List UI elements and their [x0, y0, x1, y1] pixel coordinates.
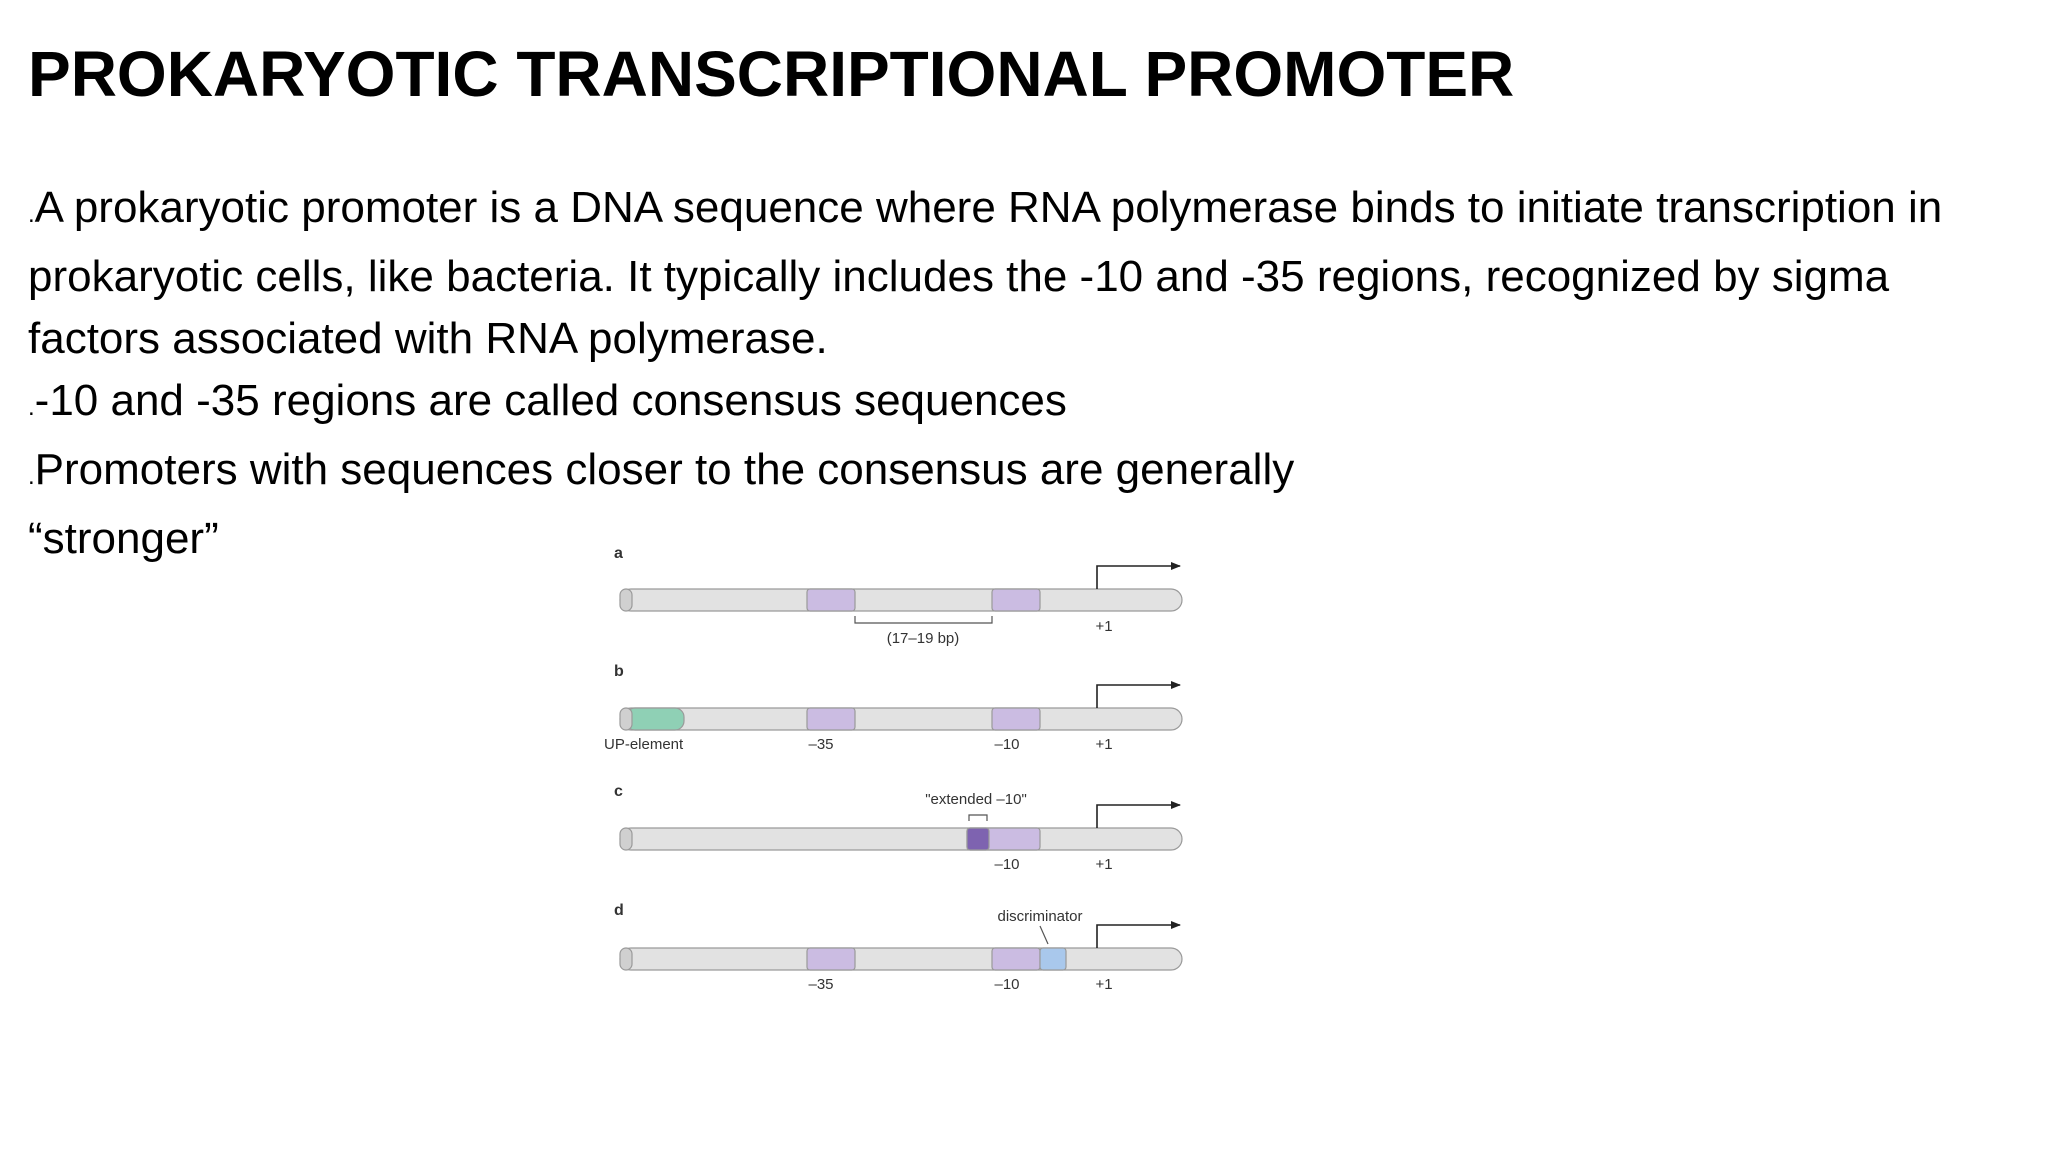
up-element-box — [625, 707, 685, 731]
paragraph-text: A prokaryotic promoter is a DNA sequence… — [28, 183, 1943, 363]
paragraph-continuation: “stronger” — [28, 514, 219, 563]
extended-minus10-box — [966, 827, 990, 851]
panel-letter: a — [614, 545, 623, 562]
spacing-bracket — [854, 616, 993, 624]
spacing-label: (17–19 bp) — [887, 630, 960, 647]
dna-strand-end — [619, 947, 633, 971]
panel-letter: d — [614, 902, 624, 919]
panel-c: c "extended –10" –10 +1 — [614, 783, 1183, 873]
minus10-label: –10 — [994, 976, 1019, 993]
minus10-box — [991, 947, 1041, 971]
paragraph-text: -10 and -35 regions are called consensus… — [34, 376, 1067, 425]
dna-strand — [619, 707, 1183, 731]
promoter-diagram-svg: a (17–19 bp) +1 b UP-element –35 –10 +1 — [604, 545, 1183, 993]
up-element-label: UP-element — [604, 736, 684, 753]
paragraph-consensus: .-10 and -35 regions are called consensu… — [28, 370, 2018, 439]
discriminator-pointer — [1039, 925, 1049, 945]
extended-bracket — [968, 814, 988, 821]
paragraph-promoter-definition: .A prokaryotic promoter is a DNA sequenc… — [28, 177, 2018, 370]
minus10-box — [991, 588, 1041, 612]
discriminator-label: discriminator — [997, 908, 1082, 925]
minus35-box — [806, 707, 856, 731]
minus35-box — [806, 947, 856, 971]
minus10-box — [991, 707, 1041, 731]
transcription-start-arrow — [1096, 801, 1181, 828]
transcription-start-arrow — [1096, 681, 1181, 708]
discriminator-box — [1039, 947, 1067, 971]
panel-d: d discriminator –35 –10 +1 — [614, 902, 1183, 993]
slide-title: PROKARYOTIC TRANSCRIPTIONAL PROMOTER — [28, 38, 1515, 110]
bullet-dot: . — [28, 201, 35, 228]
paragraph-strength: .Promoters with sequences closer to the … — [28, 439, 2018, 570]
transcription-start-arrow — [1096, 562, 1181, 589]
panel-letter: b — [614, 663, 624, 680]
dna-strand-end — [619, 588, 633, 612]
bullet-dot: . — [28, 394, 35, 421]
paragraph-text: Promoters with sequences closer to the c… — [34, 445, 1295, 494]
dna-strand — [619, 588, 1183, 612]
minus35-label: –35 — [808, 736, 833, 753]
minus10-label: –10 — [994, 856, 1019, 873]
dna-strand — [619, 827, 1183, 851]
panel-letter: c — [614, 783, 623, 800]
dna-strand-end — [619, 827, 633, 851]
plus1-label: +1 — [1095, 736, 1112, 753]
minus10-label: –10 — [994, 736, 1019, 753]
minus35-box — [806, 588, 856, 612]
plus1-label: +1 — [1095, 856, 1112, 873]
promoter-diagram: a (17–19 bp) +1 b UP-element –35 –10 +1 — [600, 530, 1200, 1000]
plus1-label: +1 — [1095, 976, 1112, 993]
dna-strand-end — [619, 707, 633, 731]
transcription-start-arrow — [1096, 921, 1181, 948]
minus35-label: –35 — [808, 976, 833, 993]
plus1-label: +1 — [1095, 618, 1112, 635]
bullet-dot: . — [28, 463, 35, 490]
panel-b: b UP-element –35 –10 +1 — [604, 663, 1183, 753]
body-text: .A prokaryotic promoter is a DNA sequenc… — [28, 177, 2018, 570]
dna-strand — [619, 947, 1183, 971]
extended-minus10-label: "extended –10" — [925, 791, 1027, 808]
panel-a: a (17–19 bp) +1 — [614, 545, 1183, 647]
